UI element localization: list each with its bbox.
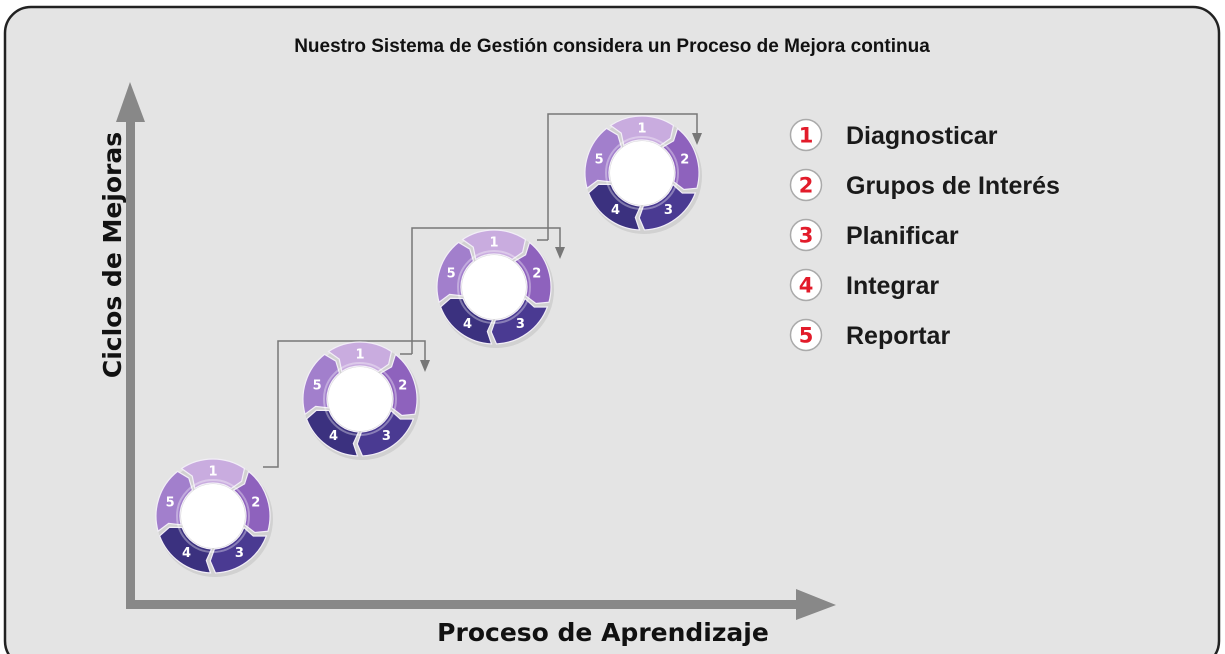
cycle-center [181, 484, 245, 548]
cycle-segment [180, 458, 246, 490]
cycle-segment [209, 526, 268, 574]
x-axis-arrowhead [796, 589, 836, 620]
cycle-segment [661, 127, 700, 191]
x-axis-line [126, 600, 802, 609]
improvement-cycles: 1 2 3 4 5 1 2 3 4 5 1 2 3 4 5 1 2 3 4 5 [155, 115, 702, 577]
cycle-segment-label: 3 [516, 317, 525, 332]
legend-number-badge [789, 268, 823, 302]
connector-1-2 [263, 340, 426, 468]
legend-number: 4 [799, 274, 814, 298]
cycle-segment-label: 2 [398, 379, 407, 394]
cycle-segment-label: 3 [235, 546, 244, 561]
cycle-segment [305, 409, 360, 457]
legend-item: 5 Reportar [789, 318, 950, 352]
cycle-segment [513, 241, 552, 305]
cycle-segment-label: 1 [355, 348, 364, 363]
cycle-segment-label: 1 [208, 465, 217, 480]
cycle-connectors [263, 113, 702, 468]
legend-label: Diagnosticar [846, 122, 998, 150]
cycle-4: 1 2 3 4 5 [584, 115, 702, 234]
cycle-center [610, 141, 674, 205]
cycle-segment-label: 1 [489, 236, 498, 251]
legend-number-badge [789, 168, 823, 202]
cycle-3: 1 2 3 4 5 [436, 229, 554, 348]
legend-number: 1 [799, 124, 814, 148]
connector-2-3-arrowhead [555, 247, 565, 259]
x-axis-label: Proceso de Aprendizaje [437, 618, 769, 647]
y-axis-label: Ciclos de Mejoras [98, 132, 127, 378]
cycle-segment-label: 5 [595, 153, 604, 168]
cycle-inner-glow [605, 136, 679, 210]
cycle-inner-glow [176, 479, 250, 553]
axes [116, 82, 836, 620]
cycle-segment-label: 1 [637, 122, 646, 137]
cycle-segment-label: 5 [313, 379, 322, 394]
legend-number-badge [789, 118, 823, 152]
connector-3-4 [547, 113, 698, 240]
legend-item: 4 Integrar [789, 268, 939, 302]
cycle-segment [356, 409, 415, 457]
cycle-segment [155, 470, 194, 533]
legend-label: Grupos de Interés [846, 172, 1060, 200]
cycle-segment [379, 353, 418, 417]
legend-label: Planificar [846, 222, 959, 250]
legend-number: 2 [799, 174, 814, 198]
cycle-segment-label: 4 [182, 546, 191, 561]
cycle-segment [158, 526, 213, 574]
legend: 1 Diagnosticar 2 Grupos de Interés 3 Planific… [789, 118, 1060, 352]
cycle-segment [232, 470, 271, 534]
cycle-segment [609, 115, 675, 147]
connector-2-3 [411, 227, 561, 354]
cycle-segment [302, 353, 341, 416]
cycle-center [328, 367, 392, 431]
legend-item: 1 Diagnosticar [789, 118, 998, 152]
diagram-background [3, 5, 1221, 654]
connector-1-2-arrowhead [420, 360, 430, 372]
cycle-2: 1 2 3 4 5 [302, 341, 420, 460]
legend-number: 3 [799, 224, 814, 248]
cycle-center [462, 255, 526, 319]
cycle-inner-glow [323, 362, 397, 436]
cycle-inner-glow [457, 250, 531, 324]
cycle-1: 1 2 3 4 5 [155, 458, 273, 577]
y-axis-arrowhead [116, 82, 145, 122]
legend-item: 2 Grupos de Interés [789, 168, 1060, 202]
cycle-segment-label: 3 [382, 429, 391, 444]
cycle-segment [327, 341, 393, 373]
cycle-segment [638, 183, 697, 231]
legend-label: Integrar [846, 272, 939, 300]
cycle-segment-label: 4 [463, 317, 472, 332]
legend-number-badge [789, 318, 823, 352]
cycle-segment-label: 4 [611, 203, 620, 218]
cycle-segment-label: 2 [680, 153, 689, 168]
cycle-segment [584, 127, 623, 190]
cycle-segment [490, 297, 549, 345]
cycle-segment [436, 241, 475, 304]
diagram-title: Nuestro Sistema de Gestión considera un … [294, 36, 930, 57]
cycle-segment [587, 183, 642, 231]
cycle-segment [461, 229, 527, 261]
connector-3-4-arrowhead [692, 133, 702, 145]
legend-item: 3 Planificar [789, 218, 959, 252]
legend-number: 5 [799, 324, 814, 348]
legend-number-badge [789, 218, 823, 252]
cycle-segment-label: 5 [447, 267, 456, 282]
cycle-segment [439, 297, 494, 345]
cycle-segment-label: 3 [664, 203, 673, 218]
cycle-segment-label: 2 [251, 496, 260, 511]
cycle-segment-label: 2 [532, 267, 541, 282]
legend-label: Reportar [846, 322, 950, 350]
cycle-segment-label: 5 [166, 496, 175, 511]
cycle-segment-label: 4 [329, 429, 338, 444]
y-axis-line [126, 108, 135, 608]
